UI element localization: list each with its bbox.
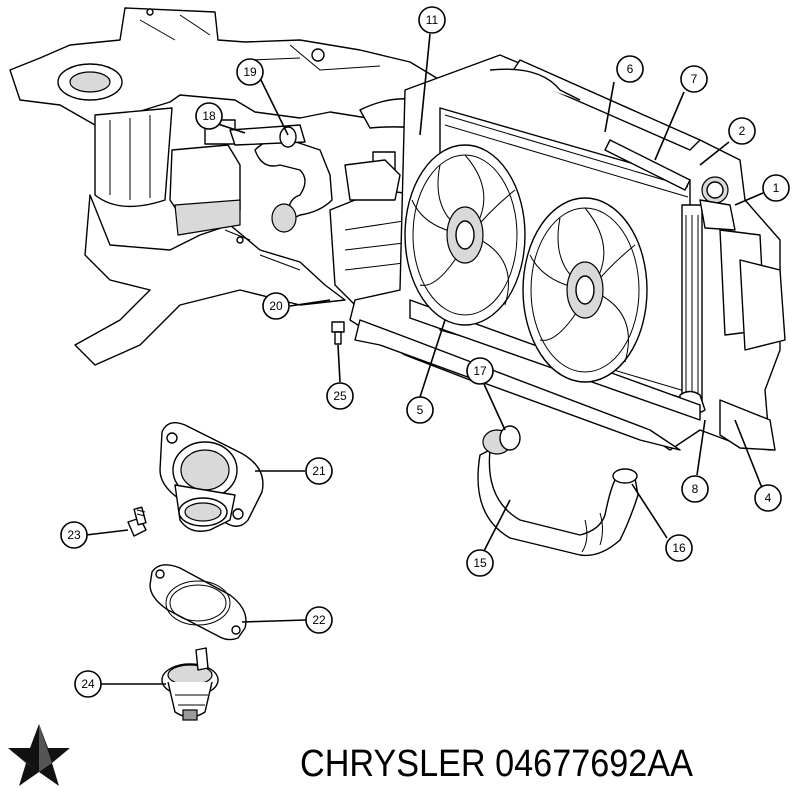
left-cooling-fan — [404, 144, 526, 326]
callout-7: 7 — [680, 65, 708, 93]
callout-25: 25 — [326, 382, 354, 410]
bolt-23 — [127, 506, 147, 537]
callout-11-label: 11 — [426, 13, 439, 27]
callout-6: 6 — [616, 55, 644, 83]
callout-16-label: 16 — [672, 541, 686, 555]
callout-11: 11 — [418, 6, 446, 34]
callout-5-label: 5 — [417, 403, 424, 417]
callout-25-label: 25 — [333, 389, 347, 403]
callout-23-label: 23 — [67, 528, 81, 542]
callout-20: 20 — [262, 292, 290, 320]
callout-24: 24 — [74, 670, 102, 698]
callout-17: 17 — [466, 357, 494, 385]
brand-name: CHRYSLER — [300, 743, 486, 785]
callout-18-label: 18 — [202, 109, 216, 123]
thermostat — [161, 647, 219, 721]
callout-8: 8 — [681, 475, 709, 503]
callout-8-label: 8 — [692, 482, 699, 496]
callout-2: 2 — [728, 117, 756, 145]
engine-bay-structure — [9, 7, 441, 366]
callout-19: 19 — [236, 58, 264, 86]
callout-17-label: 17 — [473, 364, 487, 378]
callout-15-label: 15 — [473, 556, 487, 570]
callout-4-label: 4 — [765, 491, 772, 505]
part-caption: CHRYSLER 04677692AA — [300, 734, 741, 794]
callout-2-label: 2 — [739, 124, 746, 138]
leader-lines — [85, 33, 765, 685]
thermostat-housing — [159, 422, 264, 532]
part-number: 04677692AA — [495, 743, 693, 785]
callout-18: 18 — [195, 102, 223, 130]
thermostat-gasket — [149, 564, 247, 641]
callout-21-label: 21 — [312, 464, 326, 478]
callout-1-label: 1 — [773, 181, 780, 195]
callout-19-label: 19 — [243, 65, 257, 79]
callout-15: 15 — [466, 549, 494, 577]
callout-22-label: 22 — [312, 613, 326, 627]
callout-6-label: 6 — [627, 62, 634, 76]
callout-24-label: 24 — [81, 677, 95, 691]
right-cooling-fan — [522, 197, 648, 383]
lower-radiator-hose — [477, 425, 639, 557]
callout-20-label: 20 — [269, 299, 283, 313]
pentastar-logo-icon — [8, 724, 70, 786]
callout-16: 16 — [665, 534, 693, 562]
callout-1: 1 — [762, 174, 790, 202]
bolt-25 — [331, 321, 345, 345]
callout-23: 23 — [60, 521, 88, 549]
callout-4: 4 — [754, 484, 782, 512]
callout-5: 5 — [406, 396, 434, 424]
callout-21: 21 — [305, 457, 333, 485]
callout-22: 22 — [305, 606, 333, 634]
callout-7-label: 7 — [691, 72, 698, 86]
